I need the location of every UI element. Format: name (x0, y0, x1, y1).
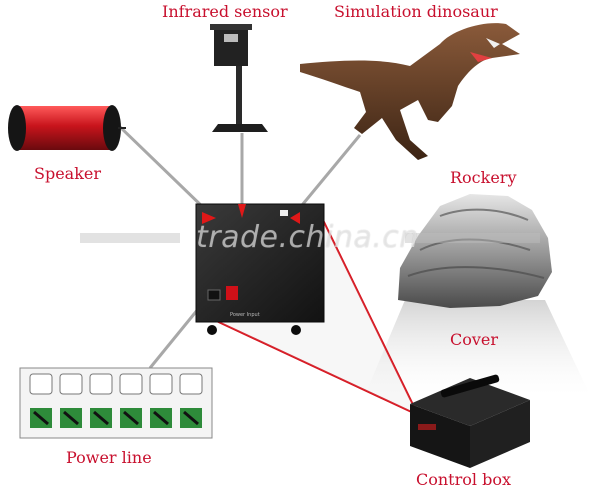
funnel-line-top (321, 217, 419, 416)
device-power-input-text: Power Input (230, 312, 260, 318)
control-box-image (410, 374, 530, 468)
connector-speaker (116, 123, 210, 214)
label-power-line: Power line (66, 448, 152, 467)
funnel-line-bottom (209, 317, 419, 416)
rockery-image (398, 194, 552, 308)
infrared-sensor-image (210, 24, 268, 132)
watermark-text: trade.china.cn (196, 220, 419, 255)
label-simulation-dinosaur: Simulation dinosaur (334, 2, 498, 21)
cover-light-cone (365, 300, 590, 395)
watermark-band-right (405, 233, 540, 243)
label-control-box: Control box (416, 470, 511, 489)
label-cover: Cover (450, 330, 499, 349)
power-line-panel (19, 367, 213, 439)
dinosaur-image (300, 23, 520, 161)
main-device-image (195, 203, 325, 335)
socket-icons (29, 373, 203, 395)
speaker-image (8, 105, 126, 151)
connector-dinosaur (296, 134, 362, 211)
watermark-band-left (80, 233, 180, 243)
label-speaker: Speaker (34, 164, 102, 183)
label-rockery: Rockery (450, 168, 517, 187)
label-infrared-sensor: Infrared sensor (162, 2, 288, 21)
funnel-shade (210, 218, 418, 415)
